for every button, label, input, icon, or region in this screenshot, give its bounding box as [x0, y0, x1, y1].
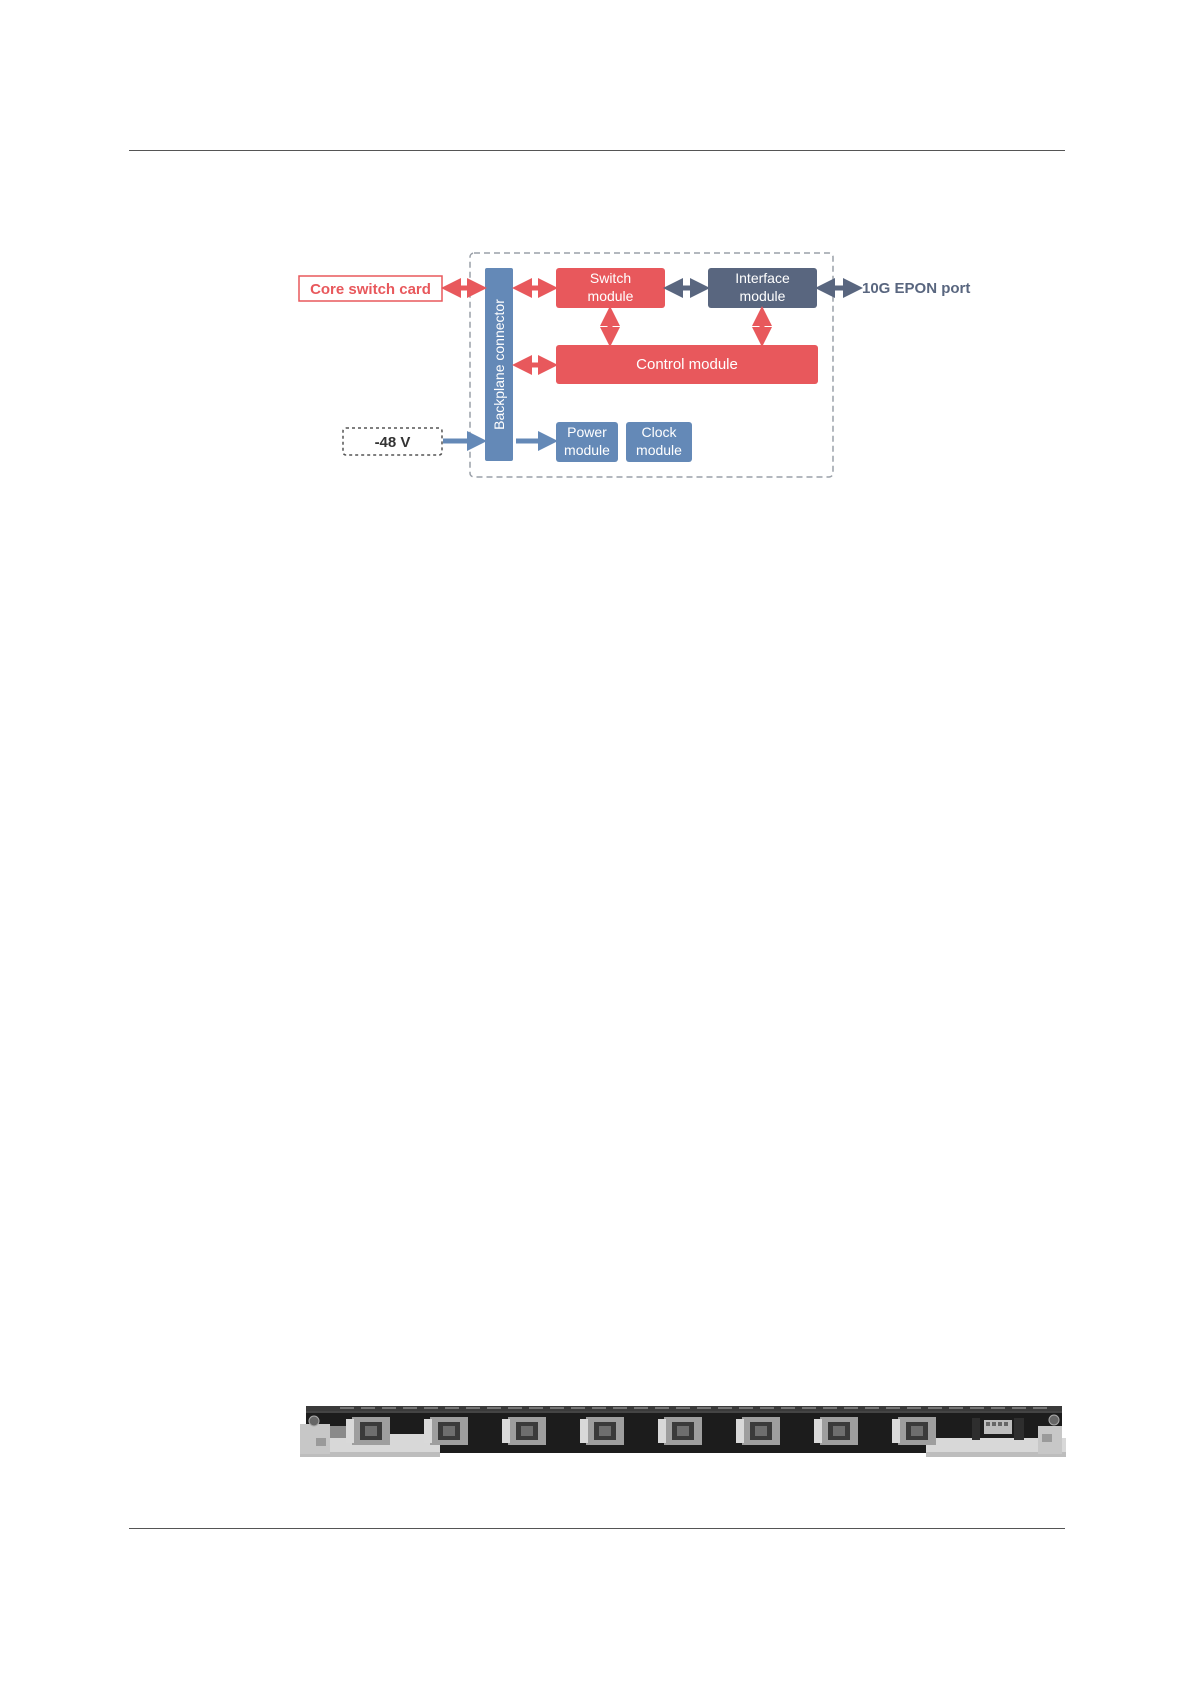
power-input-label: -48 V: [375, 434, 411, 451]
switch-module-label-line1: Switch: [590, 270, 631, 286]
ridge-mark: [928, 1407, 942, 1409]
switch-module: Switch module: [556, 268, 665, 308]
optical-port: [892, 1417, 936, 1445]
ridge-mark: [424, 1407, 438, 1409]
ridge-mark: [529, 1407, 543, 1409]
ridge-mark: [508, 1407, 522, 1409]
clock-module: Clock module: [626, 422, 692, 462]
interface-module-label-line1: Interface: [735, 270, 790, 286]
ridge-mark: [487, 1407, 501, 1409]
control-module-label: Control module: [636, 356, 738, 373]
power-module-label-line1: Power: [567, 424, 607, 440]
board-function-diagram: Core switch card -48 V Backplane connect…: [0, 0, 1191, 500]
optical-port: [424, 1417, 468, 1445]
ridge-mark: [949, 1407, 963, 1409]
interface-module: Interface module: [708, 268, 817, 308]
ridge-mark: [1012, 1407, 1026, 1409]
ridge-mark: [844, 1407, 858, 1409]
ridge-mark: [403, 1407, 417, 1409]
power-module: Power module: [556, 422, 618, 462]
ridge-mark: [865, 1407, 879, 1409]
power-module-label-line2: module: [564, 442, 610, 458]
control-module: Control module: [556, 345, 818, 384]
ridge-mark: [613, 1407, 627, 1409]
ridge-mark: [676, 1407, 690, 1409]
ridge-mark: [739, 1407, 753, 1409]
ridge-mark: [802, 1407, 816, 1409]
ridge-mark: [340, 1407, 354, 1409]
ridge-mark: [886, 1407, 900, 1409]
clock-module-label-line2: module: [636, 442, 682, 458]
ridge-mark: [718, 1407, 732, 1409]
switch-module-label-line2: module: [588, 288, 634, 304]
optical-port: [658, 1417, 702, 1445]
ridge-mark: [907, 1407, 921, 1409]
board-front-panel-image: [300, 1404, 1066, 1460]
optical-port: [814, 1417, 858, 1445]
ridge-mark: [655, 1407, 669, 1409]
optical-port: [580, 1417, 624, 1445]
ridge-mark: [781, 1407, 795, 1409]
ridge-mark: [592, 1407, 606, 1409]
ridge-mark: [697, 1407, 711, 1409]
footer-rule: [129, 1528, 1065, 1529]
ridge-mark: [571, 1407, 585, 1409]
ridge-mark: [634, 1407, 648, 1409]
power-input-box: -48 V: [343, 428, 442, 455]
ridge-mark: [970, 1407, 984, 1409]
backplane-connector: Backplane connector: [485, 268, 513, 461]
ridge-mark: [991, 1407, 1005, 1409]
ridge-mark: [445, 1407, 459, 1409]
optical-port: [346, 1417, 390, 1445]
ridge-mark: [382, 1407, 396, 1409]
ridge-mark: [760, 1407, 774, 1409]
optical-port: [502, 1417, 546, 1445]
ridge-mark: [823, 1407, 837, 1409]
ridge-mark: [466, 1407, 480, 1409]
core-switch-card-label: Core switch card: [310, 281, 431, 298]
optical-port: [736, 1417, 780, 1445]
epon-port-label: 10G EPON port: [862, 280, 970, 297]
ridge-mark: [1033, 1407, 1047, 1409]
ridge-mark: [550, 1407, 564, 1409]
interface-module-label-line2: module: [740, 288, 786, 304]
ridge-mark: [361, 1407, 375, 1409]
backplane-connector-label: Backplane connector: [491, 299, 507, 430]
clock-module-label-line1: Clock: [641, 424, 677, 440]
core-switch-card-box: Core switch card: [299, 276, 442, 301]
